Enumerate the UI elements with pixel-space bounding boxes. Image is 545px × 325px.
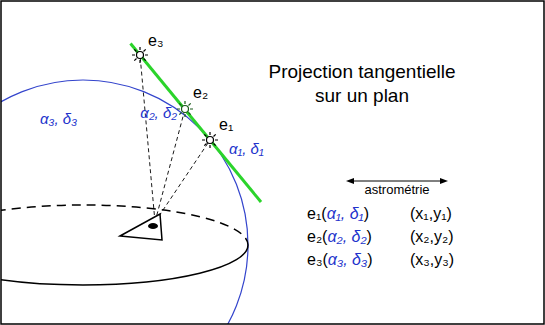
star-coords: α₂, δ₂	[140, 104, 177, 121]
equator-back	[1, 205, 248, 245]
astrometry-label: astrométrie	[364, 183, 429, 198]
star-symbol	[132, 47, 148, 63]
table-cell: (x₃,y₃)	[410, 251, 454, 269]
observer-eye	[120, 214, 162, 240]
table-cell: e₃(α₃, δ₃)	[307, 251, 373, 269]
star-symbol	[177, 101, 193, 117]
star-name: e₃	[148, 32, 163, 50]
title: Projection tangentielle sur un plan	[262, 60, 462, 108]
star-coords: α₁, δ₁	[229, 140, 264, 157]
table-cell: (x₁,y₁)	[410, 205, 452, 223]
celestial-sphere	[1, 80, 248, 324]
equator-front	[1, 245, 248, 285]
star-name: e₂	[193, 84, 208, 102]
star-name: e₁	[219, 116, 233, 134]
table-cell: (x₂,y₂)	[410, 228, 454, 246]
table-cell: e₂(α₂, δ₂)	[307, 228, 372, 246]
star-coords: α₃, δ₃	[40, 110, 77, 127]
table-cell: e₁(α₁, δ₁)	[307, 205, 369, 223]
tangent-plane	[131, 44, 262, 203]
star-symbol	[202, 132, 218, 148]
sight-lines	[140, 55, 210, 222]
